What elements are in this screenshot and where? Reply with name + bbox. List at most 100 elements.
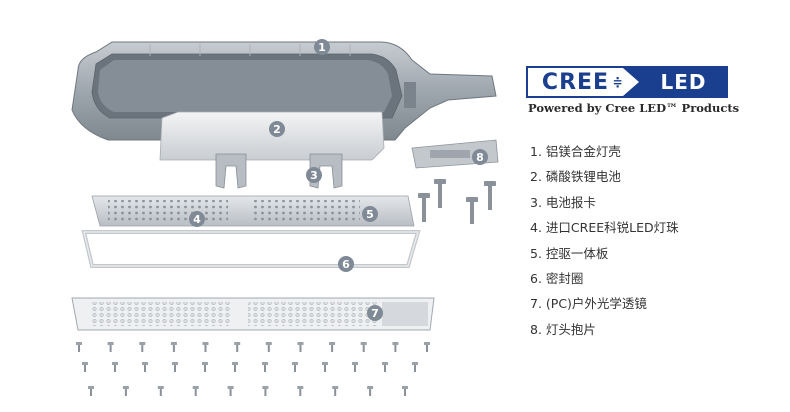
screw-head	[202, 362, 208, 365]
screw	[267, 344, 270, 352]
screw-head	[112, 362, 118, 365]
legend-item: 2. 磷酸铁锂电池	[530, 169, 621, 185]
lithium-battery	[159, 111, 385, 161]
screw	[204, 364, 206, 372]
screw-head	[329, 342, 336, 345]
screw	[234, 364, 236, 372]
logo-main: CREE ≑ LED	[526, 66, 728, 98]
legend-item: 1. 铝镁合金灯壳	[530, 144, 621, 159]
legend-item: 6. 密封圈	[530, 270, 584, 286]
screw	[394, 344, 397, 352]
screw	[144, 364, 146, 372]
screw-head	[402, 386, 408, 389]
screw-head	[297, 342, 304, 345]
screw	[334, 388, 337, 396]
screw-head	[202, 342, 209, 345]
optical-lens	[71, 297, 435, 331]
screw-head	[82, 362, 88, 365]
screw	[174, 364, 176, 372]
screw-head	[139, 342, 146, 345]
svg-text:6: 6	[342, 258, 350, 271]
screw	[229, 388, 232, 396]
screw-head	[262, 362, 268, 365]
logo-equals-icon: ≑	[612, 75, 624, 89]
svg-text:5: 5	[366, 208, 374, 221]
screw-head	[122, 386, 129, 389]
svg-text:7: 7	[371, 307, 379, 320]
screw	[194, 388, 197, 396]
screw-head	[232, 362, 238, 365]
legend-item: 3. 电池报卡	[530, 194, 596, 210]
legend-item: 7. (PC)户外光学透镜	[530, 296, 647, 312]
legend-item: 8. 灯头抱片	[530, 321, 596, 337]
screw-head	[142, 362, 148, 365]
logo-product: LED	[660, 70, 707, 94]
screw	[159, 388, 162, 396]
screw-head	[265, 342, 272, 345]
screw-head	[234, 342, 241, 345]
screw	[384, 364, 386, 372]
screw-head	[412, 362, 418, 365]
svg-text:8: 8	[476, 151, 484, 164]
badge-8: 8	[472, 149, 488, 165]
screw	[264, 388, 267, 396]
badge-4: 4	[189, 211, 205, 227]
screw-head	[227, 386, 234, 389]
screws	[76, 342, 430, 396]
logo-product-block: ≑ LED	[612, 68, 726, 96]
screw	[124, 388, 127, 396]
screw-head	[192, 386, 199, 389]
screw	[324, 364, 326, 372]
screw-head	[360, 342, 367, 345]
screw	[404, 388, 406, 396]
screw	[331, 344, 334, 352]
badge-5: 5	[362, 206, 378, 222]
led-panel	[91, 195, 415, 227]
svg-text:2: 2	[273, 123, 281, 136]
badge-6: 6	[338, 256, 354, 272]
screw	[354, 364, 356, 372]
screw-head	[157, 386, 164, 389]
screw-head	[424, 342, 430, 345]
screw-head	[88, 386, 94, 389]
screw-head	[297, 386, 304, 389]
screw	[264, 364, 266, 372]
screw	[172, 344, 175, 352]
cree-led-logo: CREE ≑ LED Powered by Cree LED™ Products	[526, 66, 739, 118]
screw	[299, 344, 302, 352]
screw-head	[107, 342, 114, 345]
screw	[299, 388, 302, 396]
badge-3: 3	[306, 167, 322, 183]
badge-7: 7	[367, 305, 383, 321]
bolts	[418, 179, 496, 224]
screw	[414, 364, 416, 372]
screw-head	[172, 362, 178, 365]
svg-text:3: 3	[310, 169, 318, 182]
screw-head	[392, 342, 399, 345]
screw-head	[367, 386, 374, 389]
screw	[236, 344, 239, 352]
badge-1: 1	[314, 39, 330, 55]
badge-2: 2	[269, 121, 285, 137]
screw	[362, 344, 365, 352]
screw-head	[262, 386, 269, 389]
seal-ring	[81, 230, 421, 268]
screw	[114, 364, 116, 372]
logo-tagline: Powered by Cree LED™ Products	[528, 101, 740, 115]
screw	[426, 344, 428, 352]
screw	[294, 364, 296, 372]
legend-item: 4. 进口CREE科锐LED灯珠	[530, 220, 679, 236]
screw	[90, 388, 92, 396]
screw	[141, 344, 144, 352]
screw-head	[382, 362, 388, 365]
screw	[204, 344, 207, 352]
screw-head	[76, 342, 82, 345]
parts-legend: 1. 铝镁合金灯壳 2. 磷酸铁锂电池 3. 电池报卡 4. 进口CREE科锐L…	[530, 141, 679, 344]
svg-text:4: 4	[193, 213, 201, 226]
screw-head	[292, 362, 298, 365]
legend-item: 5. 控驱一体板	[530, 245, 609, 261]
screw	[78, 344, 80, 352]
logo-arrow-icon	[623, 68, 639, 96]
